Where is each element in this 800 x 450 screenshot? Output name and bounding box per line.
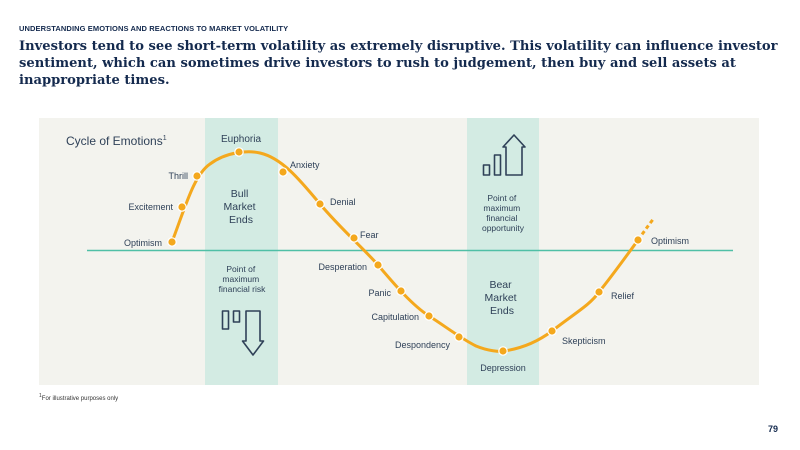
marker-euphoria bbox=[234, 147, 244, 157]
marker-optimism-start bbox=[167, 237, 177, 247]
marker-fear bbox=[349, 233, 359, 243]
bull-market-zone bbox=[205, 118, 278, 385]
marker-optimism-end bbox=[633, 235, 643, 245]
bull-market-ends-label: Bull Market Ends bbox=[223, 188, 258, 226]
marker-capitulation bbox=[424, 311, 434, 321]
bear-market-zone bbox=[467, 118, 539, 385]
marker-denial bbox=[315, 199, 325, 209]
marker-skepticism bbox=[547, 326, 557, 336]
marker-depression bbox=[498, 346, 508, 356]
label-thrill: Thrill bbox=[169, 171, 189, 181]
max-financial-opportunity-label: Point of maximum financial opportunity bbox=[482, 193, 525, 233]
label-depression: Depression bbox=[480, 363, 526, 373]
label-denial: Denial bbox=[330, 197, 356, 207]
label-euphoria: Euphoria bbox=[221, 134, 261, 145]
bear-market-ends-label: Bear Market Ends bbox=[484, 279, 519, 317]
label-optimism-end: Optimism bbox=[651, 236, 689, 246]
label-relief: Relief bbox=[611, 291, 635, 301]
label-capitulation: Capitulation bbox=[371, 312, 419, 322]
marker-panic bbox=[396, 286, 406, 296]
marker-desperation bbox=[373, 260, 383, 270]
headline: Investors tend to see short-term volatil… bbox=[19, 39, 778, 88]
footnote: 1For illustrative purposes only bbox=[39, 393, 119, 402]
falling-bars-arrow-down-icon bbox=[221, 310, 265, 356]
label-desperation: Desperation bbox=[318, 262, 367, 272]
label-skepticism: Skepticism bbox=[562, 336, 606, 346]
max-financial-risk-label: Point of maximum financial risk bbox=[219, 264, 267, 294]
marker-despondency bbox=[454, 332, 464, 342]
label-panic: Panic bbox=[368, 288, 391, 298]
rising-bars-arrow-up-icon bbox=[482, 134, 526, 176]
label-anxiety: Anxiety bbox=[290, 160, 320, 170]
label-fear: Fear bbox=[360, 230, 379, 240]
label-despondency: Despondency bbox=[395, 340, 451, 350]
marker-thrill bbox=[192, 171, 202, 181]
marker-excitement bbox=[177, 202, 187, 212]
eyebrow-title: UNDERSTANDING EMOTIONS AND REACTIONS TO … bbox=[19, 24, 289, 33]
marker-anxiety bbox=[278, 167, 288, 177]
diagram-panel bbox=[39, 118, 759, 385]
page-number: 79 bbox=[767, 424, 778, 434]
diagram-title: Cycle of Emotions1 bbox=[66, 134, 167, 148]
marker-relief bbox=[594, 287, 604, 297]
label-optimism-start: Optimism bbox=[124, 238, 162, 248]
label-excitement: Excitement bbox=[128, 202, 173, 212]
